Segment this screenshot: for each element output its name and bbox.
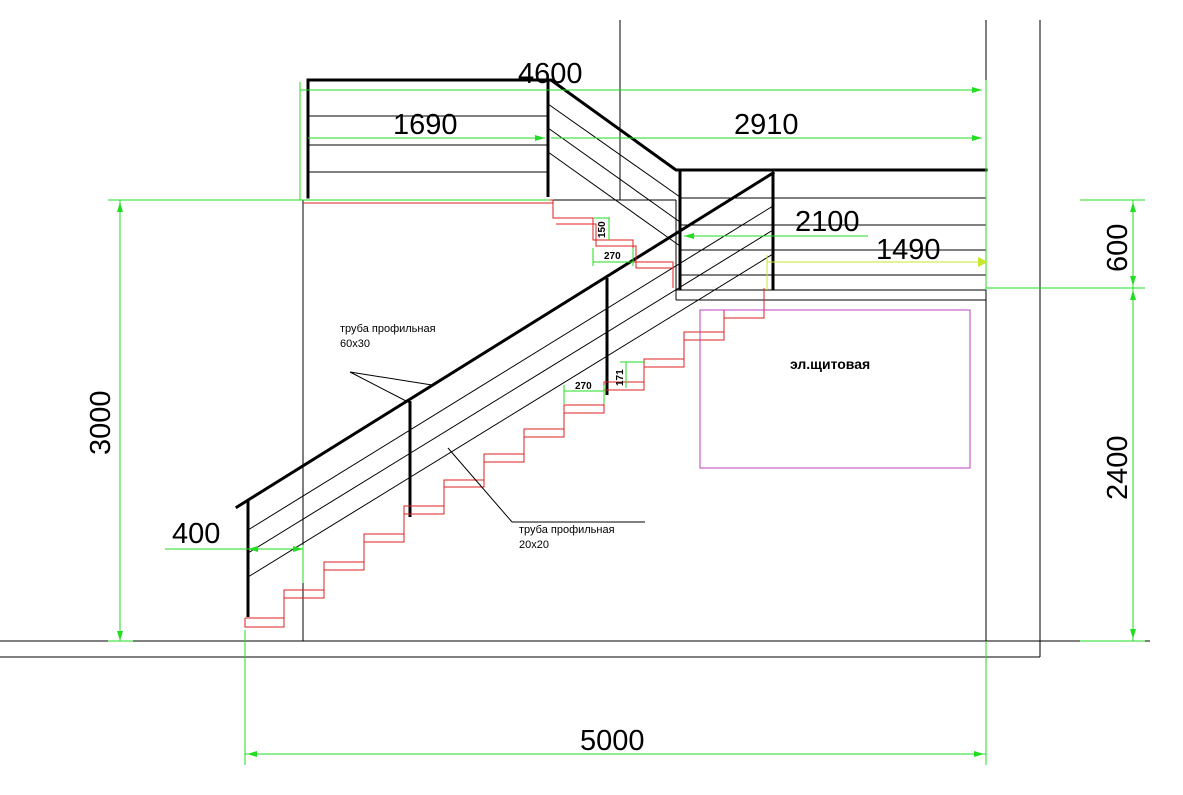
dim-step-height-lower: 171 [615,369,626,386]
dim-2910: 2910 [734,109,799,141]
dim-600: 600 [1102,224,1134,272]
dim-4600: 4600 [518,58,583,90]
pipe-large-label-line2: 60х30 [340,338,370,350]
dim-step-depth-lower: 270 [575,381,592,392]
room-outline [699,309,971,469]
building-outline [0,20,1150,658]
stair-railing [234,170,776,617]
dim-1690: 1690 [393,109,458,141]
dimension-lines [108,80,1145,765]
dim-step-height-upper: 150 [597,221,608,238]
pipe-large-label-line1: труба профильная [340,323,436,335]
annotation-leaders [349,371,645,523]
dim-2400: 2400 [1102,435,1134,500]
dim-400: 400 [172,518,220,550]
pipe-small-label-line2: 20х20 [519,539,549,551]
pipe-small-label-line1: труба профильная [519,524,615,536]
dim-3000: 3000 [85,390,117,455]
dim-2100: 2100 [795,206,860,238]
dim-step-depth-upper: 270 [604,251,621,262]
stair-steps [244,199,765,628]
dim-5000: 5000 [580,725,645,757]
room-label: эл.щитовая [790,356,870,372]
dim-1490: 1490 [876,234,941,266]
